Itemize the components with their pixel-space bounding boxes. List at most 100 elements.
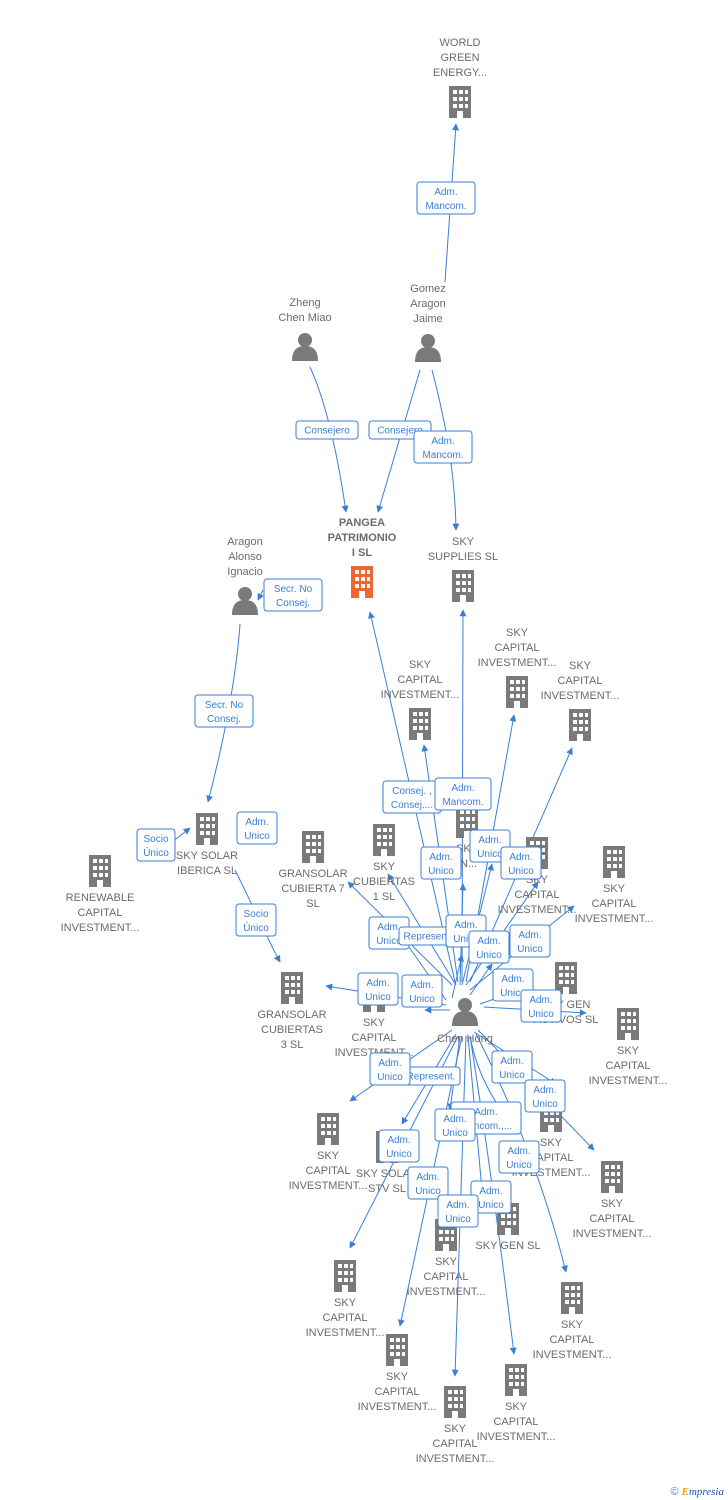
company-node-skycap1[interactable]: SKYCAPITALINVESTMENT... [381, 659, 460, 740]
company-node-skycap_b6[interactable]: SKYCAPITALINVESTMENT... [416, 1386, 495, 1465]
node-label: INVESTMENT... [358, 1401, 437, 1413]
relation-label-r21[interactable]: Adm.Unico [401, 974, 443, 1008]
relation-box [235, 903, 277, 937]
relation-label-r24[interactable]: Adm.Unico [491, 1050, 533, 1084]
relation-text: Adm. [410, 980, 433, 991]
node-label: SKY [561, 1319, 584, 1331]
company-node-renewable[interactable]: RENEWABLECAPITALINVESTMENT... [61, 855, 140, 934]
node-label: CAPITAL [591, 898, 636, 910]
node-label: Chen Hong [437, 1033, 493, 1045]
company-node-skycap3[interactable]: SKYCAPITALINVESTMENT... [541, 660, 620, 741]
relation-text: Unico [528, 1009, 554, 1020]
node-label: SKY SOLAR [356, 1168, 418, 1180]
building-icon [196, 813, 218, 845]
relation-label-r20[interactable]: Adm.Unico [357, 972, 399, 1006]
relation-label-r34[interactable]: Adm.Unico [437, 1194, 479, 1228]
building-icon [373, 824, 395, 856]
node-label: Gomez [410, 283, 445, 295]
company-node-skycap_b5[interactable]: SKYCAPITALINVESTMENT... [477, 1364, 556, 1443]
node-label: INVESTMENT... [407, 1286, 486, 1298]
relation-label-r29[interactable]: Adm. Unico [434, 1108, 476, 1142]
node-label: SKY [363, 1017, 386, 1029]
company-node-skycap_b4[interactable]: SKYCAPITALINVESTMENT... [358, 1334, 437, 1413]
relation-text: Mancom. [422, 450, 463, 461]
relation-label-r2[interactable]: Consejero [295, 420, 359, 440]
copyright-symbol: © [670, 1486, 679, 1498]
relation-text: Socio [243, 909, 268, 920]
relation-text: Unico [478, 1200, 504, 1211]
relation-text: Único [143, 846, 169, 859]
person-node-chen[interactable]: Chen Hong [437, 998, 493, 1045]
relation-box [194, 694, 254, 728]
relation-box [357, 972, 399, 1006]
footer-brand[interactable]: © Empresia [670, 1486, 724, 1498]
relation-label-r32[interactable]: Adm.Unico [407, 1166, 449, 1200]
node-label: CAPITAL [351, 1032, 396, 1044]
company-node-skycap_r2[interactable]: SKYCAPITALINVESTMENT... [589, 1008, 668, 1087]
node-label: INVESTMENT... [575, 913, 654, 925]
company-node-skycap2[interactable]: SKYCAPITALINVESTMENT... [478, 627, 557, 708]
relation-text: Adm. [500, 1056, 523, 1067]
relation-label-r1[interactable]: Adm.Mancom. [416, 181, 476, 215]
relation-box [136, 828, 176, 862]
company-node-skycap_r3[interactable]: SKYCAPITALINVESTMENT... [573, 1161, 652, 1240]
building-icon [506, 676, 528, 708]
node-label: WORLD [440, 37, 481, 49]
relation-text: Mancom.,... [460, 1121, 512, 1132]
relation-label-r27[interactable]: Adm.Unico [524, 1079, 566, 1113]
relation-box [236, 811, 278, 845]
company-node-skygen[interactable]: SKY GEN SL [475, 1203, 541, 1252]
company-node-skycap_l[interactable]: SKYCAPITALINVESTMENT... [289, 1113, 368, 1192]
company-node-skycap_r1[interactable]: SKYCAPITALINVESTMENT... [575, 846, 654, 925]
relation-label-r4[interactable]: Adm.Mancom. [413, 430, 473, 464]
relation-text: Unico [442, 1128, 468, 1139]
node-label: SKY [506, 627, 529, 639]
relation-label-r26[interactable]: Adm.Unico [369, 1052, 411, 1086]
company-node-world[interactable]: WORLDGREENENERGY... [433, 37, 487, 118]
node-label: SUPPLIES SL [428, 551, 498, 563]
node-label: CAPITAL [305, 1165, 350, 1177]
relation-label-r25[interactable]: Represent. [401, 1066, 461, 1086]
node-label: SKY [386, 1371, 409, 1383]
relation-label-r12[interactable]: Adm.Unico [420, 846, 462, 880]
relation-text: Adm. [443, 1114, 466, 1125]
relation-label-r8[interactable]: Adm.Unico [236, 811, 278, 845]
relation-label-r31[interactable]: Adm.Unico [498, 1140, 540, 1174]
relation-text: Unico [506, 1160, 532, 1171]
node-label: CAPITAL [557, 675, 602, 687]
relation-label-r16[interactable]: Represent. [398, 926, 458, 946]
node-label: INVESTMENT... [477, 1431, 556, 1443]
relation-text: Adm. [454, 920, 477, 931]
node-label: SKY [409, 659, 432, 671]
company-node-skycap_b1[interactable]: SKYCAPITALINVESTMENT... [407, 1219, 486, 1298]
relation-label-r19[interactable]: Adm.Unico [509, 924, 551, 958]
node-label: Aragon [227, 536, 262, 548]
relation-label-r13[interactable]: Adm.Unico [469, 829, 511, 863]
building-icon [351, 566, 373, 598]
relation-label-r30[interactable]: Adm.Unico [378, 1129, 420, 1163]
company-node-skycap_b3[interactable]: SKYCAPITALINVESTMENT... [533, 1282, 612, 1361]
relation-label-r23[interactable]: Adm.Unico [520, 989, 562, 1023]
relation-label-r11[interactable]: Adm.Mancom. [434, 777, 492, 811]
relation-label-r10[interactable]: Consej. ,Consej.... [382, 780, 442, 814]
building-icon [452, 570, 474, 602]
relation-label-r14[interactable]: Adm.Unico [500, 846, 542, 880]
relation-label-r18[interactable]: Adm.Unico [468, 930, 510, 964]
company-node-skycap_b2[interactable]: SKYCAPITALINVESTMENT... [306, 1260, 385, 1339]
building-icon [334, 1260, 356, 1292]
